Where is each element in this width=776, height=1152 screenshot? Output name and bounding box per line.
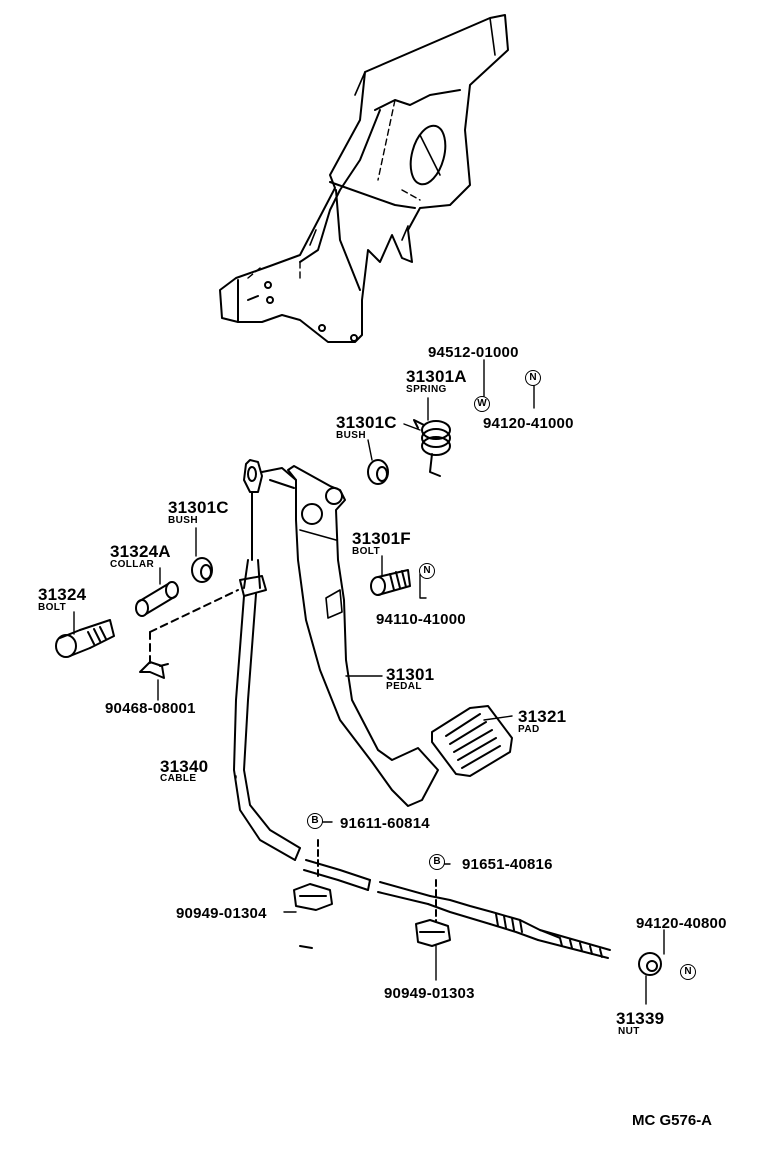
- n-symbol-94120-40800: N: [680, 964, 696, 980]
- part-number-31301C-top: 31301C: [336, 413, 397, 432]
- part-name-pad: PAD: [518, 724, 540, 735]
- pedal-support-bracket: [219, 14, 509, 343]
- part-number-94110-41000: 94110-41000: [376, 611, 466, 628]
- pad-drawing: [431, 705, 513, 777]
- part-name-collar: COLLAR: [110, 559, 155, 570]
- part-number-90949-01303: 90949-01303: [384, 985, 475, 1002]
- part-number-31301C-left: 31301C: [168, 498, 229, 517]
- part-name-bolt-31301F: BOLT: [352, 546, 381, 557]
- bolt-31301F-drawing: [370, 569, 411, 596]
- n-symbol-94120-41000: N: [525, 370, 541, 386]
- part-number-94120-41000: 94120-41000: [483, 415, 574, 432]
- b-symbol-91651: B: [429, 854, 445, 870]
- spring-drawing: [413, 419, 451, 477]
- part-number-31324A: 31324A: [110, 542, 171, 561]
- pedal-drawing: [261, 465, 439, 807]
- part-number-94120-40800: 94120-40800: [636, 915, 727, 932]
- bush-top-drawing: [367, 459, 389, 485]
- part-name-pedal: PEDAL: [386, 681, 422, 692]
- part-number-91611-60814: 91611-60814: [340, 815, 430, 832]
- clamp-90949-01304-drawing: [293, 883, 333, 949]
- part-number-31301A: 31301A: [406, 367, 467, 386]
- part-number-31340: 31340: [160, 757, 209, 776]
- part-number-94512-01000: 94512-01000: [428, 344, 519, 361]
- part-number-31324: 31324: [38, 585, 87, 604]
- bolt-31324-drawing: [55, 589, 239, 666]
- part-name-cable: CABLE: [160, 773, 197, 784]
- diagram-code: MC G576-A: [632, 1112, 713, 1129]
- cable-drawing: [233, 459, 301, 861]
- cable-lower-drawing: [303, 839, 611, 959]
- clamp-90949-01303-drawing: [415, 919, 451, 947]
- part-number-31321: 31321: [518, 707, 567, 726]
- w-symbol-94512: W: [474, 396, 490, 412]
- n-symbol-94110: N: [419, 563, 435, 579]
- part-name-nut: NUT: [618, 1026, 640, 1037]
- part-number-31301F: 31301F: [352, 529, 411, 548]
- part-name-bush-top: BUSH: [336, 430, 366, 441]
- part-number-90949-01304: 90949-01304: [176, 905, 267, 922]
- part-number-90468-08001: 90468-08001: [105, 700, 196, 717]
- clip-90468-drawing: [139, 661, 169, 679]
- part-name-spring: SPRING: [406, 384, 447, 395]
- part-number-31301: 31301: [386, 665, 435, 684]
- leader-lines: [73, 359, 665, 1005]
- part-name-bolt-31324: BOLT: [38, 602, 67, 613]
- b-symbol-91611: B: [307, 813, 323, 829]
- part-number-31339: 31339: [616, 1009, 665, 1028]
- collar-drawing: [135, 581, 179, 617]
- bush-left-drawing: [191, 557, 213, 583]
- part-number-91651-40816: 91651-40816: [462, 856, 553, 873]
- nut-drawing: [638, 952, 662, 976]
- part-name-bush-left: BUSH: [168, 515, 198, 526]
